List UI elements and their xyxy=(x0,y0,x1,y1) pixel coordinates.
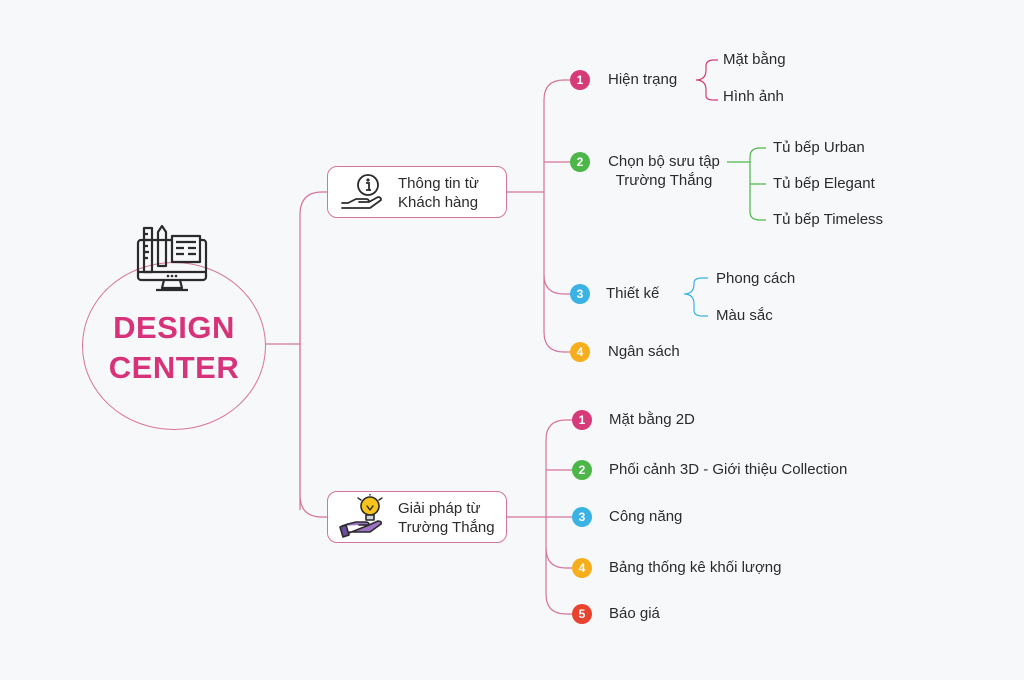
item-bao-gia[interactable]: Báo giá xyxy=(609,605,660,622)
item-bang-thong-ke[interactable]: Bảng thống kê khối lượng xyxy=(609,559,782,576)
item-cong-nang[interactable]: Công năng xyxy=(609,508,683,525)
badge-solution-3: 3 xyxy=(572,507,592,527)
connector-top-1 xyxy=(543,79,570,192)
badge-solution-4: 4 xyxy=(572,558,592,578)
branch-solutions[interactable]: Giải pháp từ Trường Thắng xyxy=(327,491,507,543)
item-phoi-canh-3d[interactable]: Phối cảnh 3D - Giới thiệu Collection xyxy=(609,461,848,478)
connector-spine-top xyxy=(299,191,327,510)
badge-customer-3: 3 xyxy=(570,284,590,304)
sub-item-mau-sac[interactable]: Màu sắc xyxy=(716,307,773,324)
item-thiet-ke[interactable]: Thiết kế xyxy=(606,285,660,302)
badge-customer-4: 4 xyxy=(570,342,590,362)
item-ngan-sach[interactable]: Ngân sách xyxy=(608,343,680,360)
badge-solution-2: 2 xyxy=(572,460,592,480)
item-chon-bo-suu-tap-line2[interactable]: Trường Thắng xyxy=(615,172,713,189)
connector-top-3 xyxy=(543,192,570,295)
bracket-thiet-ke xyxy=(683,277,708,317)
branch-customer-info[interactable]: Thông tin từ Khách hàng xyxy=(327,166,507,218)
sub-item-phong-cach[interactable]: Phong cách xyxy=(716,270,796,287)
sub-item-mat-bang[interactable]: Mặt bằng xyxy=(723,51,786,68)
connector-bottom-4 xyxy=(545,517,572,569)
badge-customer-1: 1 xyxy=(570,70,590,90)
item-mat-bang-2d[interactable]: Mặt bằng 2D xyxy=(609,411,695,428)
connector-spine-bottom xyxy=(299,320,327,518)
bracket-bo-suu-tap xyxy=(727,147,766,221)
branch-solutions-label-line2: Trường Thắng xyxy=(398,519,495,536)
badge-solution-5: 5 xyxy=(572,604,592,624)
branch-customer-info-label-line1: Thông tin từ xyxy=(398,175,479,192)
connector-bottom-5 xyxy=(545,548,572,615)
sub-item-tu-bep-timeless[interactable]: Tủ bếp Timeless xyxy=(773,211,884,228)
connector-top-4 xyxy=(543,275,570,353)
branch-solutions-label-line1: Giải pháp từ xyxy=(398,500,481,517)
badge-solution-1: 1 xyxy=(572,410,592,430)
center-title-line2: CENTER xyxy=(108,350,240,385)
item-chon-bo-suu-tap-line1[interactable]: Chọn bộ sưu tập xyxy=(608,153,720,170)
connector-bottom-1 xyxy=(545,419,572,517)
badge-customer-2: 2 xyxy=(570,152,590,172)
hand-lightbulb-icon xyxy=(339,494,383,538)
sub-item-tu-bep-urban[interactable]: Tủ bếp Urban xyxy=(773,139,865,156)
item-hien-trang[interactable]: Hiện trạng xyxy=(608,71,678,88)
center-title-line1: DESIGN xyxy=(113,310,235,345)
bracket-hien-trang xyxy=(695,59,718,101)
sub-item-hinh-anh[interactable]: Hình ảnh xyxy=(723,88,784,105)
sub-item-tu-bep-elegant[interactable]: Tủ bếp Elegant xyxy=(773,175,875,192)
hand-info-icon xyxy=(341,174,382,209)
monitor-design-tools-icon xyxy=(136,224,208,292)
branch-customer-info-label-line2: Khách hàng xyxy=(398,194,479,211)
